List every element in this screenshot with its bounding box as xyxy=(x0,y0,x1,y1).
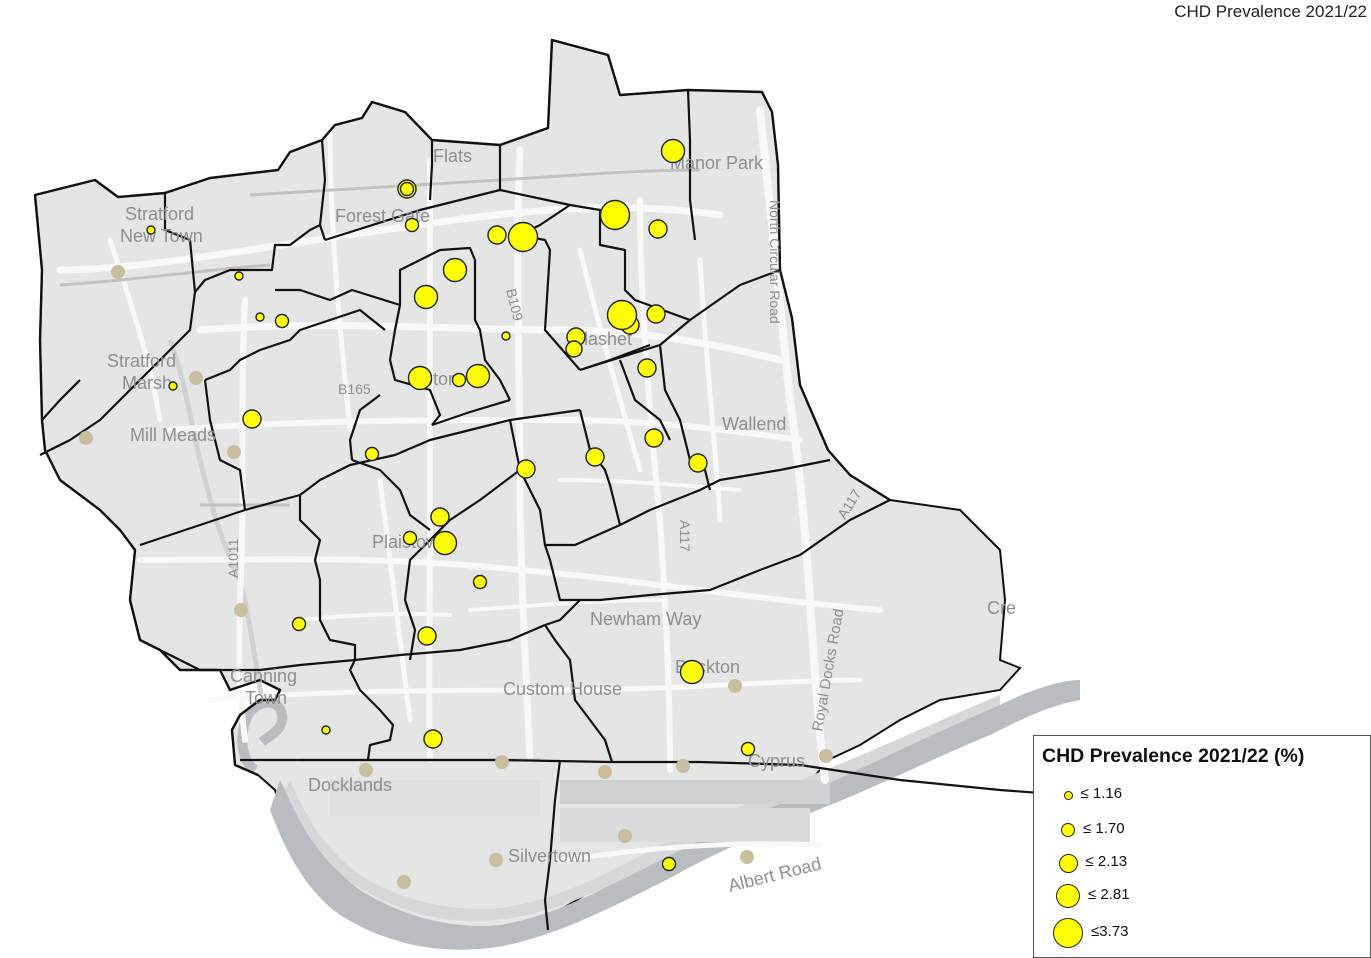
prevalence-marker[interactable] xyxy=(291,616,307,632)
prevalence-marker[interactable] xyxy=(451,372,467,388)
prevalence-marker[interactable] xyxy=(146,225,156,235)
place-label: Stratford xyxy=(107,351,176,371)
legend-label: ≤ 1.70 xyxy=(1083,820,1125,837)
legend-label: ≤ 2.81 xyxy=(1088,886,1130,903)
borough-border-west xyxy=(33,194,282,777)
road-labels: B109 B165 A1011 A117 North Circular Road… xyxy=(225,200,864,578)
legend-symbol-icon xyxy=(1063,790,1073,800)
ward-boundaries xyxy=(39,89,1041,931)
legend-row: ≤3.73 xyxy=(1034,918,1234,948)
prevalence-marker[interactable] xyxy=(644,428,664,448)
prevalence-marker[interactable] xyxy=(688,453,708,473)
prevalence-marker[interactable] xyxy=(740,741,756,757)
place-label: Cre xyxy=(987,598,1016,618)
prevalence-marker[interactable] xyxy=(364,446,380,462)
prevalence-marker[interactable] xyxy=(417,626,437,646)
prevalence-marker[interactable] xyxy=(407,365,433,391)
prevalence-marker[interactable] xyxy=(606,299,638,331)
legend-label: ≤3.73 xyxy=(1091,923,1129,940)
legend-symbol-icon xyxy=(1061,823,1075,837)
prevalence-marker[interactable] xyxy=(660,138,686,164)
road-label: A117 xyxy=(677,520,693,552)
borough-border xyxy=(34,38,891,502)
place-label: Plashet xyxy=(572,329,632,349)
legend-label: ≤ 1.16 xyxy=(1080,785,1123,802)
place-label: New Town xyxy=(120,226,203,246)
place-label: Marsh xyxy=(122,373,172,393)
road-label: A1011 xyxy=(225,538,241,578)
prevalence-marker[interactable] xyxy=(599,199,631,231)
prevalence-marker[interactable] xyxy=(661,856,677,872)
prevalence-marker[interactable] xyxy=(242,409,262,429)
place-label: Custom House xyxy=(503,679,622,699)
prevalence-marker[interactable] xyxy=(423,729,443,749)
prevalence-marker[interactable] xyxy=(413,284,439,310)
legend-symbol-icon xyxy=(1058,853,1078,873)
legend-symbol-icon xyxy=(1053,918,1083,948)
legend-title: CHD Prevalence 2021/22 (%) xyxy=(1042,745,1305,767)
legend-row: ≤ 1.16 xyxy=(1034,780,1234,810)
prevalence-marker[interactable] xyxy=(255,312,265,322)
prevalence-marker[interactable] xyxy=(321,725,331,735)
prevalence-marker[interactable] xyxy=(399,181,415,197)
prevalence-marker[interactable] xyxy=(487,225,507,245)
prevalence-markers xyxy=(146,138,756,872)
place-label: Manor Park xyxy=(670,153,764,173)
prevalence-marker[interactable] xyxy=(637,358,657,378)
place-label: Silvertown xyxy=(508,846,591,866)
prevalence-marker[interactable] xyxy=(646,304,666,324)
road-label: B165 xyxy=(338,381,371,397)
prevalence-marker[interactable] xyxy=(168,381,178,391)
roads xyxy=(56,106,883,863)
prevalence-marker[interactable] xyxy=(648,219,668,239)
place-label: Wallend xyxy=(722,414,786,434)
road-label: North Circular Road xyxy=(767,200,783,324)
prevalence-marker[interactable] xyxy=(274,313,290,329)
prevalence-marker[interactable] xyxy=(430,507,450,527)
royal-docks-water xyxy=(560,780,830,804)
prevalence-marker[interactable] xyxy=(465,363,491,389)
prevalence-marker[interactable] xyxy=(507,221,539,253)
prevalence-marker[interactable] xyxy=(234,271,244,281)
place-label: Stratford xyxy=(125,204,194,224)
place-label: Town xyxy=(245,688,287,708)
stations xyxy=(79,265,833,889)
road-label: B109 xyxy=(503,287,526,323)
place-label: Cyprus xyxy=(748,751,805,771)
place-label: Newham Way xyxy=(590,609,701,629)
river-thames xyxy=(270,680,1080,950)
prevalence-marker[interactable] xyxy=(472,574,488,590)
prevalence-marker[interactable] xyxy=(432,530,458,556)
legend-symbol-icon xyxy=(1056,884,1080,908)
legend-row: ≤ 1.70 xyxy=(1034,815,1234,845)
prevalence-marker[interactable] xyxy=(442,257,468,283)
place-label: Docklands xyxy=(308,775,392,795)
map-title: CHD Prevalence 2021/22 xyxy=(1174,2,1367,21)
prevalence-marker[interactable] xyxy=(402,530,418,546)
prevalence-marker[interactable] xyxy=(679,659,705,685)
docks-area-west xyxy=(330,780,540,816)
place-label: Mill Meads xyxy=(130,425,216,445)
airport-runway xyxy=(560,808,810,842)
prevalence-marker[interactable] xyxy=(585,447,605,467)
place-label: Canning xyxy=(230,666,297,686)
prevalence-marker[interactable] xyxy=(516,459,536,479)
place-label: Flats xyxy=(433,146,472,166)
legend-label: ≤ 2.13 xyxy=(1085,853,1128,870)
legend-row: ≤ 2.13 xyxy=(1034,848,1234,878)
legend: CHD Prevalence 2021/22 (%) ≤ 1.16 ≤ 1.70 ≤… xyxy=(1033,735,1371,958)
river-lea xyxy=(237,697,288,775)
prevalence-marker[interactable] xyxy=(501,331,511,341)
prevalence-marker[interactable] xyxy=(565,340,583,358)
legend-row: ≤ 2.81 xyxy=(1034,881,1234,911)
prevalence-marker[interactable] xyxy=(404,217,420,233)
